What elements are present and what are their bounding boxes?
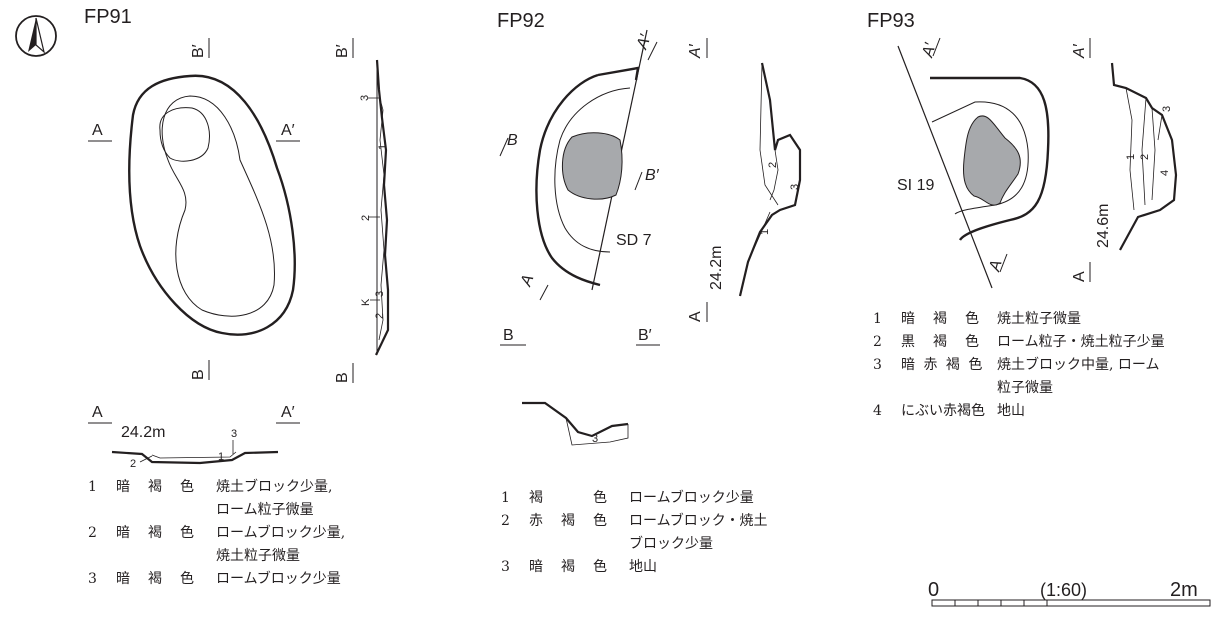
fp91-plan [88,38,300,380]
fp93-section-label-a-prime: A′ [1071,43,1088,59]
fp92-sec-num-3: 3 [789,184,801,190]
fp91-a-num-1: 1 [218,451,224,463]
fp92-sec-num-1: 1 [759,229,771,235]
fp91-label-b: B [190,369,207,380]
fp92-sec-num-2: 2 [767,162,779,168]
fp93-sec-num-3: 3 [1161,106,1173,112]
fp92-section-a [706,38,802,322]
fp91-sec-num-3: 3 [359,95,371,101]
fp92-label-a: A [517,273,537,290]
fp91-sec-num-k: K [360,298,372,306]
scale-bar-end: 2m [1170,579,1198,601]
fp91-sec-num-1: 1 [377,144,389,150]
fp91-section-b [352,38,390,383]
fp91-sec-num-2: 2 [360,215,372,221]
scale-bar [931,599,1211,607]
fp91-sec-num-3b: 3 [374,291,386,297]
fp91-label-a-prime: A′ [281,122,295,139]
fp91-section-a [88,422,300,465]
fp91-sec-num-2b: 2 [374,313,386,319]
fp91-label-b-prime: B′ [190,44,207,58]
fp92-label-a-prime: A′ [633,32,654,53]
fp93-sec-num-1: 1 [1125,154,1137,160]
fp93-elevation: 24.6m [1095,204,1112,248]
fp92-section-label-a-prime: A′ [687,43,704,59]
fp91-section-label-b: B [334,372,351,383]
fp93-title: FP93 [867,10,915,32]
fp93-sec-num-2: 2 [1139,154,1151,160]
fp93-feature-si19: SI 19 [897,177,934,194]
fp92-feature-sd7: SD 7 [616,232,652,249]
fp92-b-num-3: 3 [592,433,598,445]
fp92-label-b-prime-right: B′ [645,167,660,184]
fp92-title: FP92 [497,10,545,32]
fp92-section-label-b-prime: B′ [638,327,652,344]
fp91-label-a: A [92,122,103,139]
scale-bar-start: 0 [928,579,939,601]
fp92-plan [499,29,660,346]
fp93-section-a [1089,38,1178,282]
fp92-elevation: 24.2m [708,246,725,290]
fp91-a-num-3: 3 [231,428,237,440]
fp92-section-label-a: A [687,311,704,322]
fp91-a-num-2: 2 [130,458,136,470]
scale-bar-ratio: (1:60) [1040,580,1087,600]
fp92-section-label-b: B [503,327,514,344]
fp92-label-b-left: B [507,132,518,149]
fp91-section-label-a-prime: A′ [281,404,295,421]
fp91-elevation: 24.2m [121,424,165,441]
fp91-section-label-a: A [92,404,103,421]
fp93-section-label-a: A [1071,271,1088,282]
fp91-title: FP91 [84,6,132,28]
north-arrow-icon [15,15,57,57]
fp93-label-a-prime: A′ [919,40,939,60]
fp93-label-a: A [986,258,1005,274]
fp93-plan [897,37,1050,289]
fp92-section-b [522,401,629,446]
fp91-section-label-b-prime: B′ [334,44,351,58]
fp93-sec-num-4: 4 [1159,170,1171,176]
